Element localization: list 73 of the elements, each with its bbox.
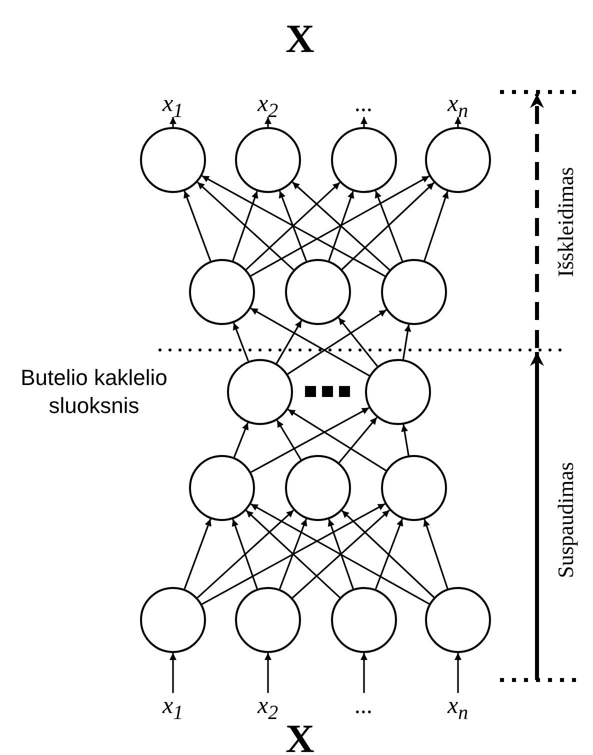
arrow [423,519,448,589]
arrow [287,309,387,375]
arrow [232,322,250,362]
arrow [184,518,212,590]
stage-label: Suspaudimas [553,462,579,578]
arrow [264,117,272,127]
arrow [338,416,378,464]
arrow [341,510,435,598]
arrow [232,190,258,262]
neuron-circle [140,587,206,653]
arrow [233,422,249,458]
arrow [374,190,404,262]
arrow [184,190,212,262]
variable-label: x$_{2}$ [258,91,278,124]
variable-label: x$_{n}$ [448,91,468,124]
neuron-circle [189,455,255,521]
variable-label: ... [355,693,373,719]
layer-label: Butelio kaklelio sluoksnis [20,364,168,420]
variable-label: x$_{1}$ [162,91,184,124]
neuron-circle [365,359,431,425]
arrow [246,510,340,598]
arrow [454,117,462,127]
neuron-circle [331,587,397,653]
arrow [288,408,386,472]
arrow [202,503,386,605]
variable-label: x$_{2}$ [258,693,278,726]
arrow [360,117,368,127]
arrow [292,182,390,270]
vector-label: X [286,14,314,62]
neuron-circle [140,127,206,193]
arrow [170,653,176,693]
arrow [250,407,370,473]
arrow [246,182,340,270]
arrow [202,175,386,277]
arrow [276,320,302,364]
neuron-circle [285,455,351,521]
arrow [328,190,354,262]
neuron-circle [425,587,491,653]
arrow [196,182,294,270]
arrow [454,653,462,693]
arrow [292,510,390,598]
stage-label: Išskleidimas [553,167,579,277]
variable-label: ... [355,91,373,117]
neuron-circle [381,259,447,325]
neuron-circle [235,587,301,653]
arrow [374,518,404,590]
neuron-circle [331,127,397,193]
neuron-circle [285,259,351,325]
arrow [402,324,412,360]
arrow [424,191,449,261]
arrow [250,308,370,376]
neuron-circle [227,359,293,425]
arrow [338,317,378,367]
neuron-circle [189,259,255,325]
neuron-circle [381,455,447,521]
variable-label: x$_{1}$ [162,693,184,726]
arrow [196,510,294,598]
arrow [341,182,435,270]
arrow [328,518,354,590]
neuron-circle [425,127,491,193]
arrow [264,653,272,693]
arrow [276,420,302,460]
variable-label: x$_{n}$ [448,693,468,726]
arrow [250,175,430,277]
vector-label: X [286,714,314,755]
arrow [401,424,410,456]
arrow [278,190,308,262]
arrow [360,653,368,693]
arrow [278,518,308,590]
neuron-circle [235,127,301,193]
arrow [250,503,430,605]
arrow [170,117,176,127]
arrow [232,518,258,590]
